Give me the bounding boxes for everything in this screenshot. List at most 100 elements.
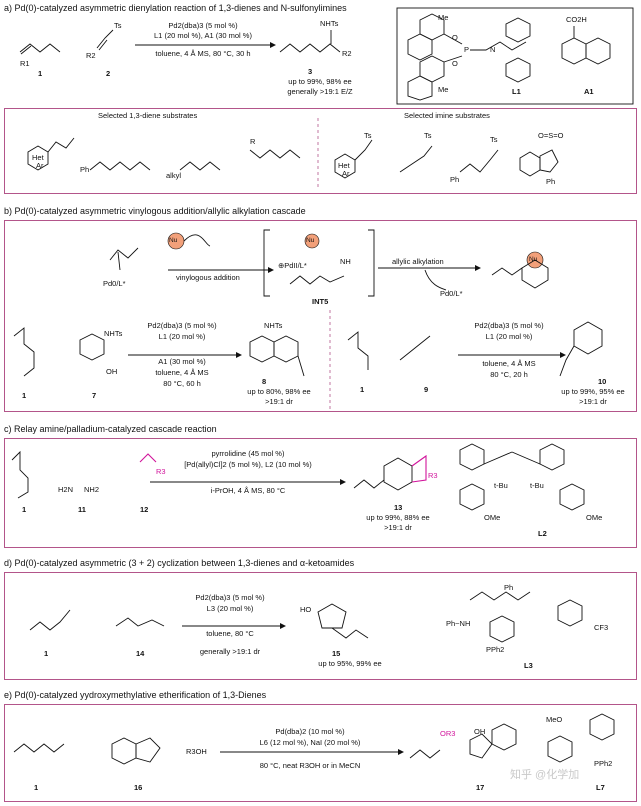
label-nu-3: Nu	[529, 256, 538, 263]
reagents-e-1: Pd(dba)2 (10 mol %)	[275, 727, 345, 736]
section-d-box	[4, 572, 637, 680]
label-nts-2: Ts	[424, 131, 432, 140]
compound-1-b-left: 1	[22, 391, 27, 400]
label-nts-3: Ts	[490, 135, 498, 144]
scheme-c	[11, 450, 427, 499]
label-alkyl: alkyl	[166, 171, 182, 180]
label-pd0-l: Pd0/L*	[103, 279, 126, 288]
reagents-c-2: [Pd(allyl)Cl]2 (5 mol %), L2 (10 mol %)	[184, 460, 312, 469]
label-r2-a: R2	[86, 51, 96, 60]
label-pph2-l7: PPh2	[594, 759, 613, 768]
reagents-b-right-2: L1 (20 mol %)	[485, 332, 533, 341]
reagents-c-1: pyrrolidine (45 mol %)	[211, 449, 285, 458]
label-oh-e: OH	[474, 727, 486, 736]
reagents-d-2: L3 (20 mol %)	[206, 604, 254, 613]
results-d-1: up to 95%, 99% ee	[318, 659, 382, 668]
ligand-l2-structure	[459, 443, 585, 511]
vinylogous-scheme	[109, 229, 549, 297]
compound-1-c: 1	[22, 505, 27, 514]
compound-1-d: 1	[44, 649, 49, 658]
label-r1-a: R1	[20, 59, 30, 68]
label-or3: OR3	[440, 729, 456, 738]
label-het-2: Het	[338, 161, 350, 170]
reagents-b-left-2: L1 (20 mol %)	[158, 332, 206, 341]
results-a-1: up to 99%, 98% ee	[288, 77, 352, 86]
ligand-l7-structure	[547, 713, 615, 763]
label-pd0-l-2: Pd0/L*	[440, 289, 463, 298]
results-c-2: >19:1 dr	[384, 523, 412, 532]
compound-1-a: 1	[38, 69, 43, 78]
label-ome-1: OMe	[484, 513, 501, 522]
scheme-e	[13, 723, 517, 765]
reagents-b-left-5: 80 °C, 60 h	[163, 379, 201, 388]
compound-9: 9	[424, 385, 429, 394]
label-cf3: CF3	[594, 623, 609, 632]
results-b-left-1: up to 80%, 98% ee	[247, 387, 311, 396]
label-nu-1: Nu	[169, 237, 178, 244]
substrates-box	[4, 108, 637, 194]
label-pph2-l3: PPh2	[486, 645, 505, 654]
label-nu-2: Nu	[306, 237, 315, 244]
watermark: 知乎 @化学加	[510, 769, 580, 781]
section-e-title: e) Pd(0)-catalyzed yydroxymethylative et…	[4, 690, 267, 700]
results-b-left-2: >19:1 dr	[265, 397, 293, 406]
label-ts: Ts	[114, 21, 122, 30]
label-nh: NH	[340, 257, 351, 266]
label-tbu-2: t-Bu	[530, 481, 544, 490]
reagents-b-left-3: A1 (30 mol %)	[158, 357, 206, 366]
label-nh2: NH2	[84, 485, 100, 494]
compound-3: 3	[308, 67, 313, 76]
label-r3-c: R3	[156, 467, 166, 476]
diene-1-a	[19, 43, 61, 55]
scheme-b-right	[347, 321, 603, 377]
section-b-box	[4, 220, 637, 412]
acid-a1-label: A1	[584, 87, 594, 96]
compound-12: 12	[140, 505, 149, 514]
label-pd-plus: ⊕PdII/L*	[278, 261, 307, 270]
ligand-l3-label: L3	[524, 661, 533, 670]
label-ar-1: Ar	[36, 161, 44, 170]
section-c-title: c) Relay amine/palladium-catalyzed casca…	[4, 424, 217, 434]
compound-1-e: 1	[34, 783, 39, 792]
label-me-top: Me	[438, 13, 449, 22]
ligand-l2-label: L2	[538, 529, 547, 538]
reagents-b-right-1: Pd2(dba)3 (5 mol %)	[474, 321, 544, 330]
label-vinylogous: vinylogous addition	[176, 273, 240, 282]
label-ar-2: Ar	[342, 169, 350, 178]
reagents-b-right-3: toluene, 4 Å MS	[482, 359, 536, 368]
reagents-b-left-1: Pd2(dba)3 (5 mol %)	[147, 321, 217, 330]
section-c-box	[4, 438, 637, 548]
ligand-l1-structure	[407, 13, 531, 101]
label-r2-prod: R2	[342, 49, 352, 58]
label-ph-sultam: Ph	[546, 177, 556, 186]
label-r3oh: R3OH	[186, 747, 207, 756]
compound-17: 17	[476, 783, 485, 792]
label-p: P	[464, 45, 470, 54]
section-b-title: b) Pd(0)-catalyzed asymmetric vinylogous…	[4, 206, 306, 216]
compound-1-b-right: 1	[360, 385, 365, 394]
compound-14: 14	[136, 649, 145, 658]
compound-8: 8	[262, 377, 267, 386]
label-nhts-prod-8: NHTs	[264, 321, 283, 330]
label-phnh: Ph~NH	[446, 619, 471, 628]
reagents-b-right-4: 80 °C, 20 h	[490, 370, 528, 379]
conditions-a: toluene, 4 Å MS, 80 °C, 30 h	[155, 49, 251, 58]
imine-substrates-header: Selected imine substrates	[404, 111, 490, 120]
label-nts-1: Ts	[364, 131, 372, 140]
compound-11: 11	[78, 505, 86, 514]
label-nhts-a: NHTs	[320, 19, 339, 28]
results-b-right-1: up to 99%, 95% ee	[561, 387, 625, 396]
compound-10: 10	[598, 377, 607, 386]
label-r3-prod: R3	[428, 471, 438, 480]
label-nhts-b: NHTs	[104, 329, 123, 338]
label-int5: INT5	[312, 297, 329, 306]
reagents-a-1: Pd2(dba)3 (5 mol %)	[168, 21, 238, 30]
label-tbu-1: t-Bu	[494, 481, 508, 490]
compound-16: 16	[134, 783, 143, 792]
scheme-b-left	[13, 327, 305, 377]
label-meo-l7: MeO	[546, 715, 563, 724]
label-me-bottom: Me	[438, 85, 449, 94]
label-ome-2: OMe	[586, 513, 603, 522]
label-ph-imine: Ph	[450, 175, 460, 184]
